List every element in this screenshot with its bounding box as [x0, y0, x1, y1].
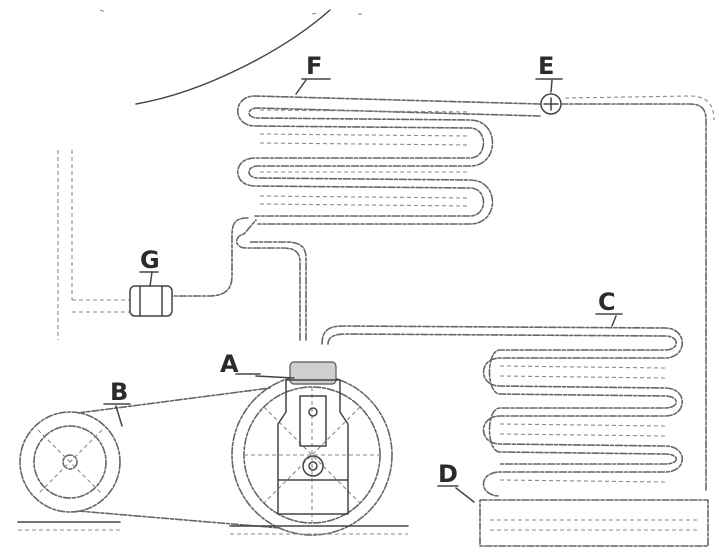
label-e: E	[538, 52, 554, 80]
motor-pulley	[19, 411, 121, 513]
expansion-valve	[540, 93, 562, 115]
evaporator-coil	[321, 325, 683, 497]
base-lines	[17, 521, 409, 535]
line-e-to-evaporator	[560, 103, 707, 491]
discharge-line-inner	[249, 241, 307, 341]
label-c: C	[598, 288, 616, 316]
supply-pipe-left	[57, 150, 130, 340]
top-arc	[135, 9, 331, 105]
discharge-line	[235, 219, 301, 341]
label-b: B	[110, 378, 128, 406]
compressor-body	[277, 361, 349, 515]
compressor-flywheel	[231, 374, 393, 536]
label-f: F	[306, 52, 322, 80]
drive-belt	[77, 387, 281, 529]
label-a: A	[220, 350, 239, 378]
label-g: G	[140, 246, 160, 274]
valve-g-body	[129, 285, 173, 317]
label-leaders	[103, 78, 623, 503]
receiver-tank	[479, 499, 709, 547]
line-e-to-evaporator-inner	[564, 95, 715, 121]
condenser-coil	[237, 95, 541, 225]
liquid-line-to-g	[171, 217, 249, 297]
label-d: D	[438, 460, 458, 488]
top-specks	[99, 9, 364, 15]
